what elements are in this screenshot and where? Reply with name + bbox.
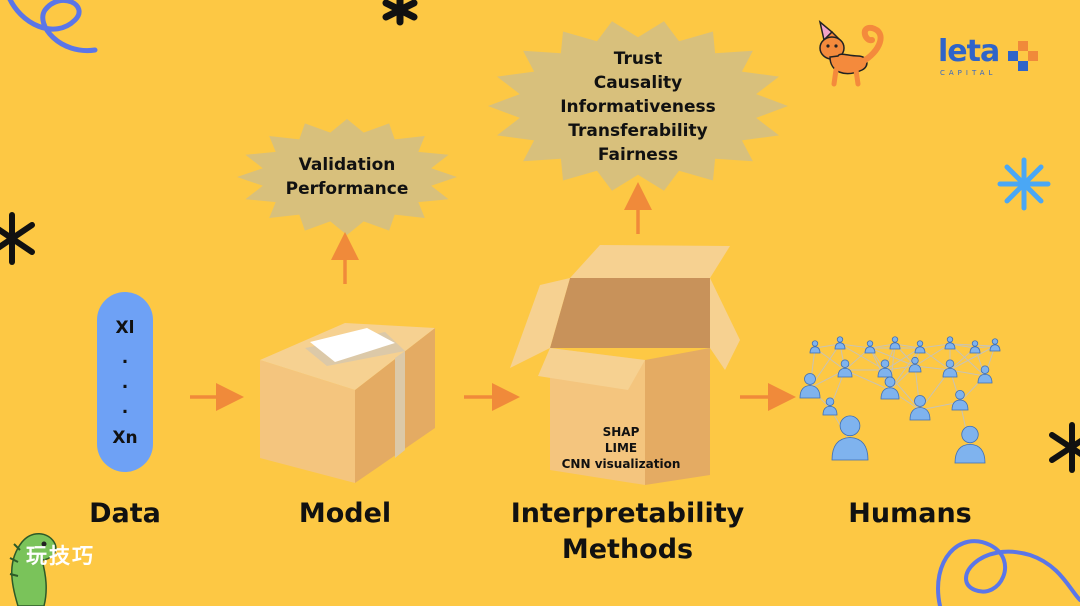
closed-box-icon — [260, 323, 435, 483]
person-icon — [799, 373, 821, 399]
data-item-dot-3: . — [121, 398, 129, 418]
model-burst-shape — [237, 119, 457, 235]
interp-burst-shape — [488, 21, 788, 191]
person-icon — [989, 338, 1001, 352]
person-icon — [969, 340, 981, 354]
interp-burst-line-1: Trust — [613, 49, 663, 69]
dinosaur-sticker-icon — [9, 533, 57, 606]
leta-capital-logo: leta CAPITAL — [938, 36, 1058, 86]
data-item-last: Xn — [112, 428, 138, 448]
person-icon — [909, 395, 931, 421]
watermark-text: 玩技巧 — [26, 544, 95, 568]
network-link — [869, 347, 916, 367]
data-pill: Xl . . . Xn — [97, 292, 153, 472]
cat-sticker-icon — [818, 20, 884, 87]
label-data: Data — [89, 498, 161, 529]
network-link — [884, 347, 921, 371]
person-icon — [944, 336, 956, 350]
label-interpretability-methods: Interpretability Methods — [500, 496, 755, 568]
star-black-top — [382, 0, 418, 26]
network-link — [914, 365, 951, 371]
network-link — [844, 369, 891, 391]
person-icon — [954, 425, 986, 464]
network-link — [949, 343, 986, 377]
data-item-dot-2: . — [121, 373, 129, 393]
interp-burst-text: Trust Causality Informativeness Transfer… — [548, 47, 728, 167]
label-humans: Humans — [848, 498, 972, 529]
person-icon — [877, 359, 893, 378]
scribble-top-left — [7, 0, 98, 53]
data-item-first: Xl — [115, 318, 135, 338]
method-shap: SHAP — [602, 425, 640, 439]
star-black-right — [1049, 422, 1080, 473]
person-icon — [951, 390, 969, 411]
leta-logo-mark-icon — [1008, 41, 1038, 71]
person-icon — [834, 336, 846, 350]
interp-burst-line-4: Transferability — [568, 121, 708, 141]
open-box-icon — [510, 245, 740, 485]
person-icon — [977, 365, 993, 384]
interp-burst-line-5: Fairness — [597, 145, 679, 165]
scribble-bottom-right — [936, 539, 1080, 606]
logo-wordmark: leta — [938, 34, 1000, 69]
star-black-left — [0, 212, 35, 265]
person-icon — [864, 340, 876, 354]
person-icon — [908, 356, 922, 373]
person-icon — [837, 359, 853, 378]
model-burst-line-2: Performance — [285, 179, 409, 199]
star-blue-right — [997, 157, 1051, 211]
network-link — [914, 343, 951, 367]
method-cnn-visualization: CNN visualization — [561, 457, 681, 471]
person-icon — [942, 359, 958, 378]
network-link — [839, 343, 871, 349]
logo-subtitle: CAPITAL — [940, 69, 997, 77]
network-link — [839, 343, 886, 371]
interp-burst-line-2: Causality — [593, 73, 683, 93]
network-link — [919, 343, 951, 349]
person-icon — [914, 340, 926, 354]
humans-network-icon — [799, 336, 1001, 464]
label-model: Model — [298, 498, 392, 529]
model-burst-line-1: Validation — [298, 155, 396, 175]
person-icon — [809, 340, 821, 354]
data-item-dot-1: . — [121, 348, 129, 368]
person-icon — [889, 336, 901, 350]
label-interpretability-line-2: Methods — [561, 534, 694, 565]
person-icon — [831, 415, 869, 461]
network-link — [949, 345, 996, 371]
method-lime: LIME — [604, 441, 638, 455]
interp-burst-line-3: Informativeness — [560, 97, 716, 117]
person-icon — [880, 376, 900, 400]
model-burst-text: Validation Performance — [272, 153, 422, 201]
label-interpretability-line-1: Interpretability — [510, 498, 745, 529]
methods-list: SHAP LIME CNN visualization — [551, 424, 691, 472]
person-icon — [822, 397, 838, 416]
